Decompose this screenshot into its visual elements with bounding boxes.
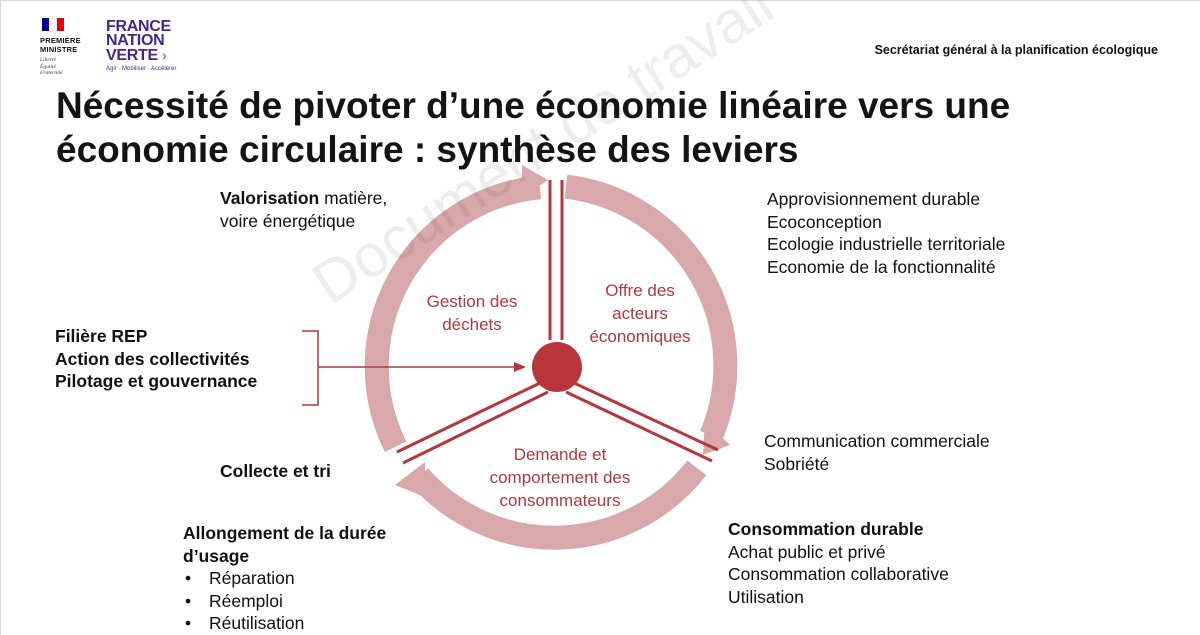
- lever-collecte-tri: Collecte et tri: [220, 461, 331, 481]
- lever-allongement-title: d’usage: [183, 545, 250, 566]
- segment-demande-comportement: Demande et comportement des consommateur…: [460, 443, 660, 512]
- france-nation-verte-logo: FRANCE NATION VERTE › Agir · Mobiliser ·…: [106, 18, 196, 73]
- lever-valorisation-line2: voire énergétique: [220, 210, 356, 231]
- segment-label-line: Demande et: [513, 445, 607, 464]
- fnv-logo-line: VERTE: [106, 47, 158, 64]
- segment-label-line: déchets: [442, 315, 502, 334]
- lever-valorisation-rest: matière,: [319, 188, 388, 208]
- segment-label-line: Offre des: [605, 281, 675, 300]
- lever-list-item: Sobriété: [764, 453, 830, 474]
- lever-consommation: Consommation durable Achat public et pri…: [728, 518, 949, 608]
- lever-list-item: Ecoconception: [767, 211, 882, 232]
- spoke-right: [565, 380, 719, 463]
- lever-valorisation-bold: Valorisation: [220, 188, 320, 208]
- lever-list-item: Achat public et privé: [728, 541, 886, 562]
- lever-list-item: Consommation collaborative: [728, 564, 949, 584]
- bullet-icon: •: [185, 613, 192, 633]
- lever-list-item: Filière REP: [55, 326, 148, 346]
- segment-label-line: consommateurs: [499, 491, 621, 510]
- french-flag-icon: [42, 18, 64, 31]
- arrow-head-top: [522, 165, 548, 198]
- bullet-icon: •: [185, 568, 192, 588]
- filiere-arrow-head: [514, 362, 526, 372]
- segment-gestion-dechets: Gestion des déchets: [407, 290, 537, 336]
- lever-consommation-title: Consommation durable: [728, 519, 924, 539]
- segment-label-line: Gestion des: [426, 292, 518, 311]
- frame-left-border: [0, 0, 1, 635]
- lever-allongement-title: Allongement de la durée: [183, 523, 387, 543]
- lever-list-item: Economie de la fonctionnalité: [767, 256, 996, 277]
- filiere-bracket: [302, 330, 319, 406]
- lever-list-item: Communication commerciale: [764, 431, 990, 451]
- segment-label-line: comportement des: [489, 468, 631, 487]
- page-title: Nécessité de pivoter d’une économie liné…: [56, 85, 1011, 170]
- lever-allongement: Allongement de la durée d’usage • Répara…: [183, 522, 386, 635]
- list-item-label: Réutilisation: [209, 613, 305, 633]
- ring-arc-bottom: [410, 460, 707, 550]
- lever-list-item: Utilisation: [728, 586, 804, 607]
- list-item-label: Réemploi: [209, 590, 283, 611]
- segment-offre-acteurs: Offre des acteurs économiques: [570, 279, 710, 348]
- spoke-left: [396, 380, 549, 465]
- premiere-ministre-logo: PREMIÈRE MINISTRE Liberté Égalité Frater…: [40, 18, 100, 77]
- segment-label-line: acteurs: [612, 304, 668, 323]
- diagram-hub: [532, 342, 582, 392]
- lever-filiere-list: Filière REP Action des collectivités Pil…: [55, 325, 257, 393]
- secretariat-header: Secrétariat général à la planification é…: [874, 43, 1158, 57]
- chevron-right-icon: ›: [162, 47, 167, 63]
- list-item: • Réutilisation: [183, 612, 386, 635]
- list-item: • Réparation: [183, 567, 386, 590]
- gov-logo-line: MINISTRE: [40, 44, 78, 54]
- list-item: • Réemploi: [183, 590, 386, 613]
- lever-valorisation: Valorisation matière, voire énergétique: [220, 187, 387, 232]
- frame-top-border: [0, 0, 1200, 1]
- lever-approvisionnement-list: Approvisionnement durable Ecoconception …: [767, 188, 1005, 278]
- gov-motto-line: Égalité: [40, 63, 56, 70]
- bullet-icon: •: [185, 590, 192, 611]
- spoke-top: [548, 180, 564, 340]
- list-item-label: Réparation: [209, 568, 295, 588]
- gov-motto-line: Fraternité: [40, 70, 63, 76]
- fnv-logo-line: NATION: [106, 32, 165, 49]
- fnv-tagline: Agir · Mobiliser · Accélérer: [106, 66, 177, 72]
- ring-arc-right: [564, 174, 738, 441]
- lever-list-item: Ecologie industrielle territoriale: [767, 234, 1006, 254]
- segment-label-line: économiques: [589, 327, 691, 346]
- lever-list-item: Action des collectivités: [55, 348, 250, 369]
- gov-motto-line: Liberté: [40, 57, 56, 63]
- lever-list-item: Approvisionnement durable: [767, 189, 981, 209]
- lever-communication-list: Communication commerciale Sobriété: [764, 430, 990, 475]
- gov-logo-line: PREMIÈRE: [40, 36, 81, 45]
- arrow-head-left: [395, 462, 425, 497]
- fnv-logo-line: FRANCE: [106, 18, 171, 35]
- ring-arc-top-left: [364, 175, 542, 453]
- lever-list-item: Pilotage et gouvernance: [55, 371, 258, 391]
